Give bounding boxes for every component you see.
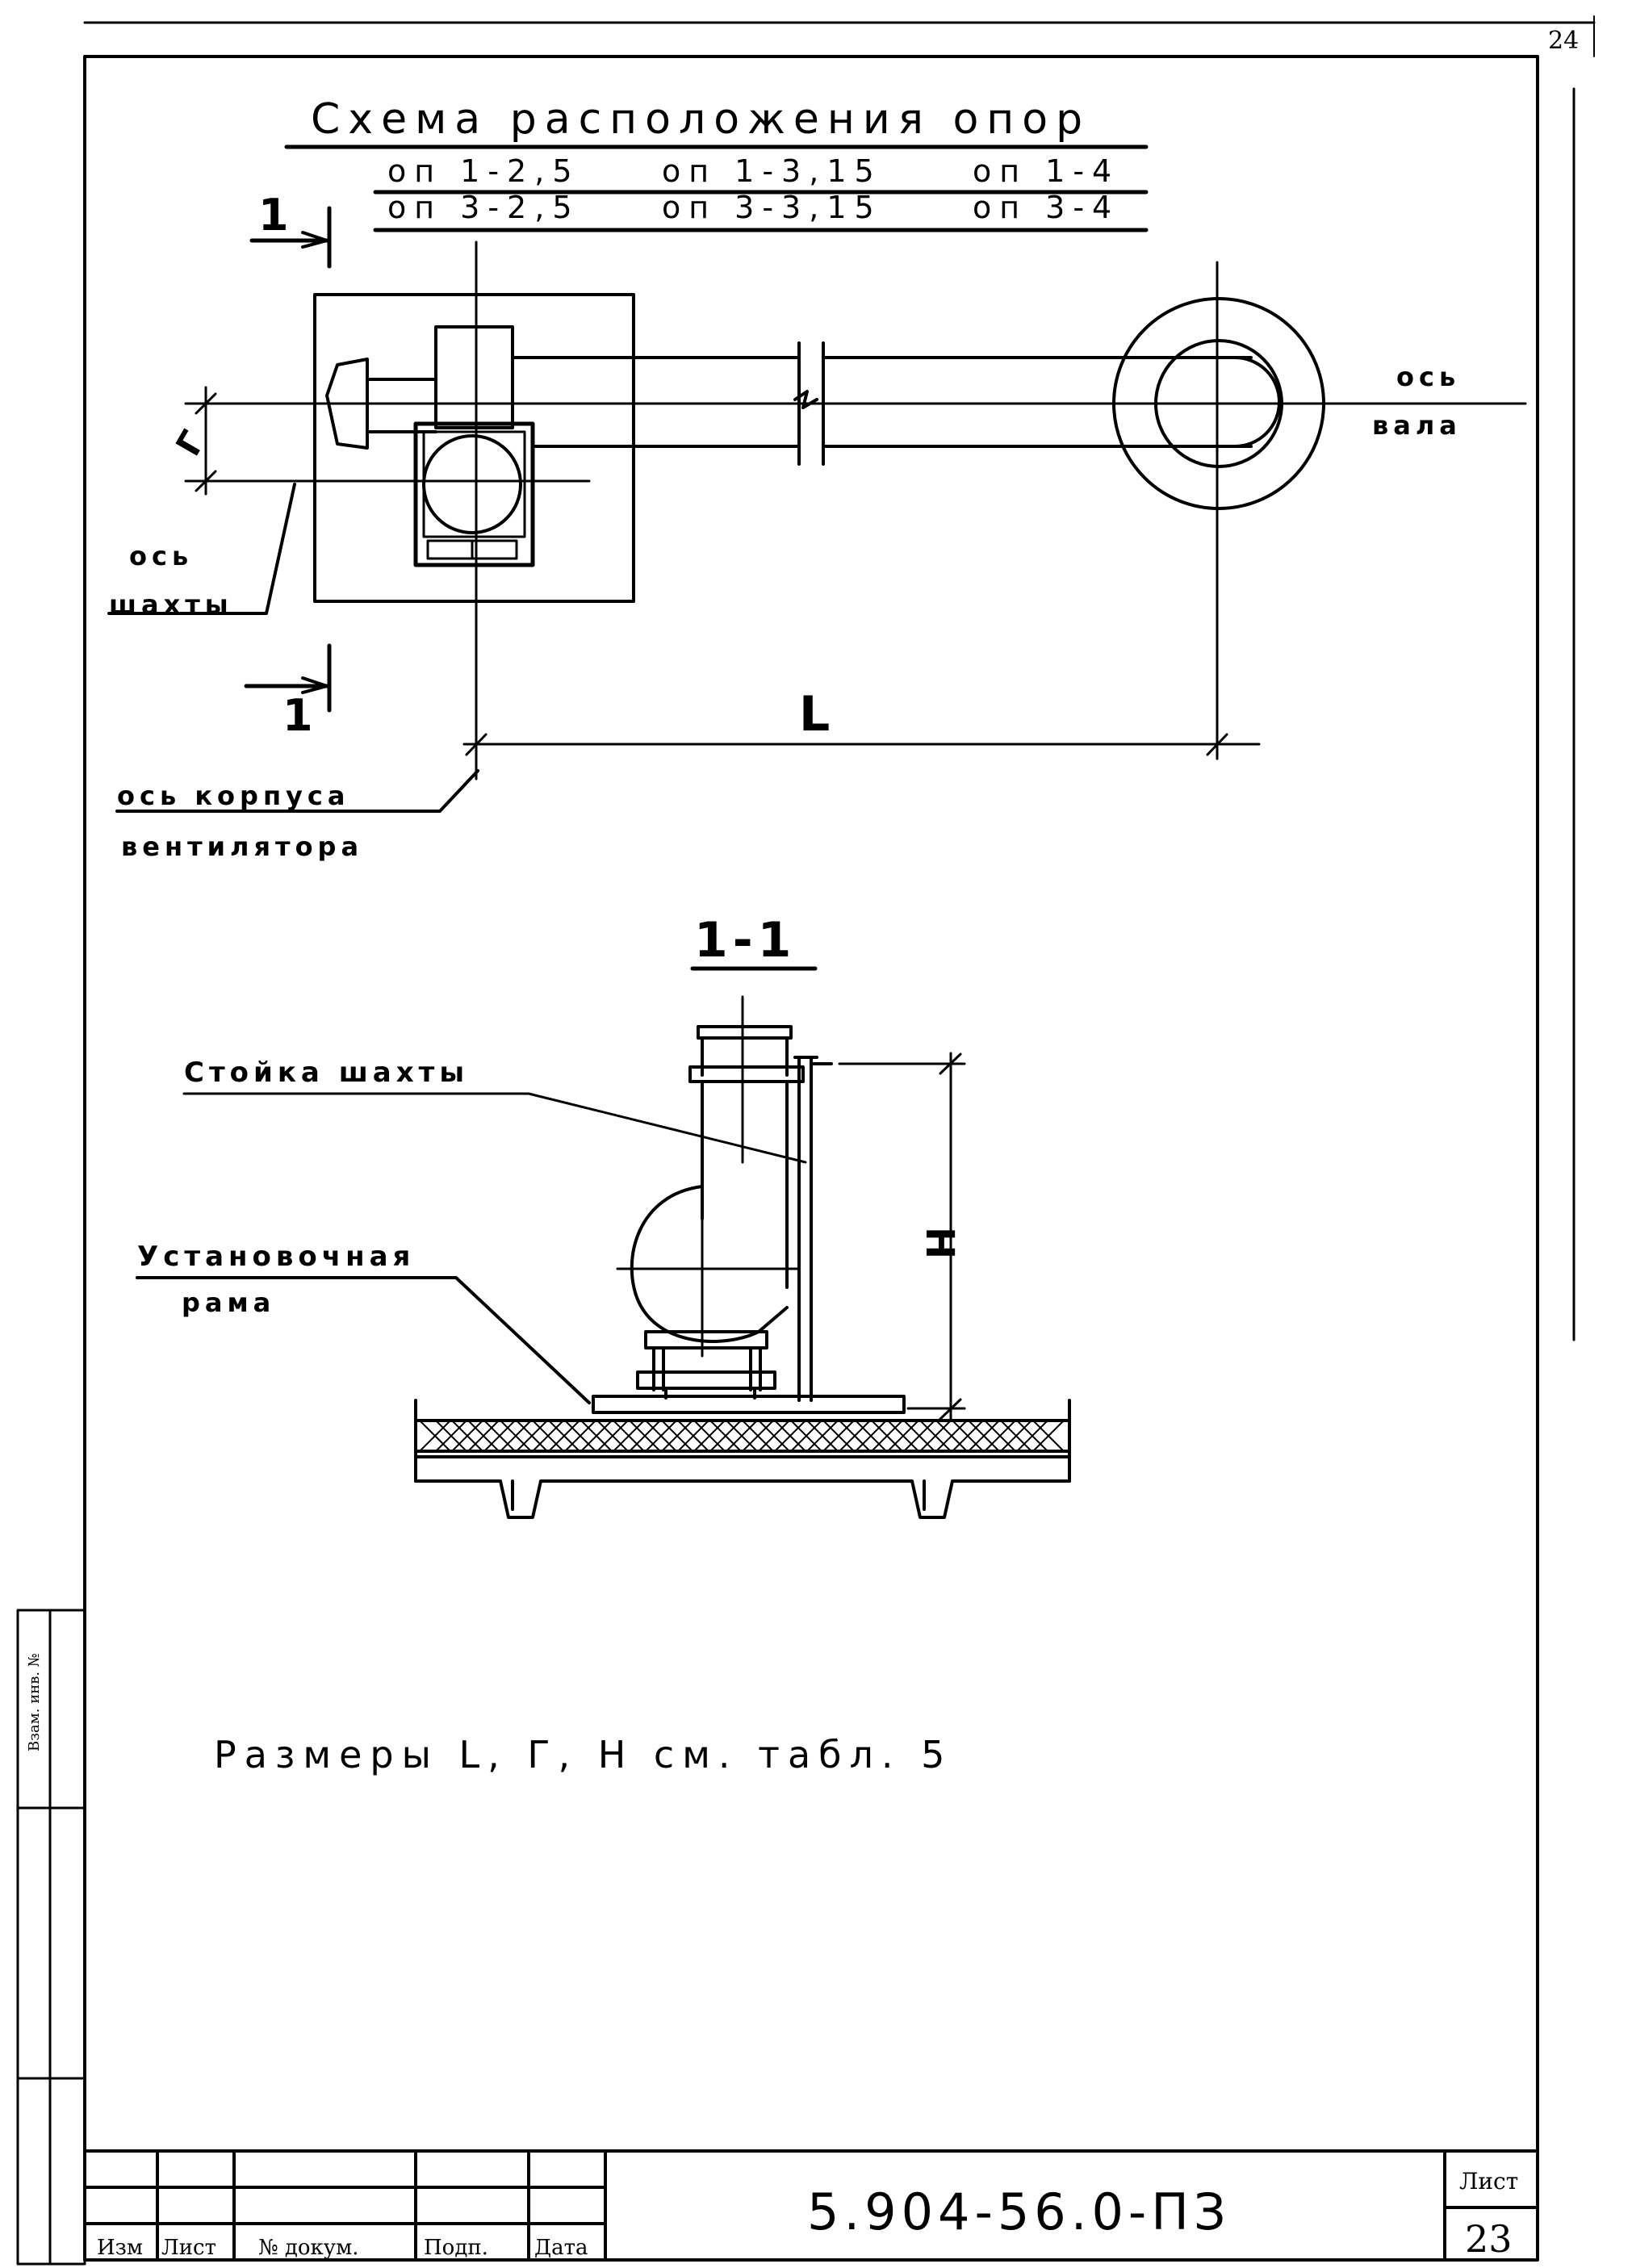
- tb-header-sign: Подп.: [424, 2236, 488, 2260]
- dim-h: [838, 1052, 966, 1422]
- section-view: 1-1: [136, 912, 1071, 1519]
- fan-axis-label-1: ось корпуса: [117, 780, 349, 811]
- fan-wheel-plan: [422, 434, 522, 534]
- fan-axis-label-2: вентилятора: [121, 831, 363, 862]
- dim-l-label: L: [799, 686, 835, 743]
- subtitle-r1-c3: оп 1-4: [973, 153, 1119, 189]
- roof-slab: [414, 1399, 1071, 1519]
- section-mark-top: 1: [258, 190, 294, 241]
- corner-page-number: 24: [1548, 27, 1579, 55]
- shaft-axis-label-2: шахты: [109, 589, 233, 620]
- stand-label: Стойка шахты: [184, 1057, 469, 1089]
- dim-g-label: Г: [168, 420, 216, 462]
- plan-view: 1 1: [107, 190, 1527, 862]
- tb-header-izm: Изм: [97, 2236, 143, 2260]
- diagram-title: Схема расположения опор: [311, 95, 1090, 144]
- section-cut-mark-bottom: [244, 643, 332, 713]
- subtitle-r2-c2: оп 3-3,15: [662, 190, 882, 225]
- axis-lines: [184, 241, 1527, 780]
- tb-header-list: Лист: [161, 2236, 216, 2260]
- shaft-right-label-2: вала: [1372, 410, 1462, 441]
- side-stamp-boxes: [16, 1609, 86, 2266]
- section-cut-mark-top: [249, 206, 332, 269]
- document-code: 5.904-56.0-ПЗ: [807, 2182, 1231, 2241]
- tb-header-date: Дата: [534, 2236, 588, 2260]
- dim-g: [195, 386, 217, 496]
- dim-l: [462, 733, 1261, 756]
- frame-label-2: рама: [182, 1287, 275, 1318]
- subtitle-r2-c3: оп 3-4: [973, 190, 1119, 225]
- fan-axis-leader: [115, 769, 479, 813]
- subtitle-r2-c1: оп 3-2,5: [387, 190, 580, 225]
- shaft-right-label-1: ось: [1396, 362, 1460, 392]
- insulation-hatch: [419, 1420, 1065, 1452]
- dim-h-label: Н: [917, 1227, 962, 1264]
- fan-housing-section: [616, 1185, 801, 1400]
- shaft-stand: [793, 1056, 833, 1402]
- shaft-axis-leader: [107, 483, 296, 615]
- frame-leader: [136, 1276, 591, 1404]
- dimensions-note: Размеры L, Г, Н см. табл. 5: [214, 1733, 952, 1776]
- title-block-top: Схема расположения опор оп 1-2,5 оп 1-3,…: [284, 95, 1149, 232]
- section-mark-bottom: 1: [282, 690, 318, 741]
- sheet-label: Лист: [1459, 2168, 1518, 2195]
- sheet-frame: [83, 15, 1596, 2262]
- sheet-number: 23: [1465, 2217, 1513, 2261]
- mounting-frame: [592, 1395, 906, 1414]
- tb-header-doc: № докум.: [258, 2236, 359, 2260]
- fan-outlet: [434, 325, 514, 429]
- fan-housing-plan: [413, 421, 535, 567]
- frame-label-1: Установочная: [137, 1241, 415, 1273]
- stand-leader: [527, 1092, 807, 1164]
- fan-outlet-section: [688, 995, 805, 1289]
- subtitle-r1-c1: оп 1-2,5: [387, 153, 580, 189]
- shaft-axis-label-1: ось: [129, 541, 193, 571]
- side-stamp-text: Взам. инв. №: [26, 1653, 43, 1751]
- section-title: 1-1: [694, 912, 796, 969]
- subtitle-r1-c2: оп 1-3,15: [662, 153, 882, 189]
- title-block: [83, 2149, 1539, 2262]
